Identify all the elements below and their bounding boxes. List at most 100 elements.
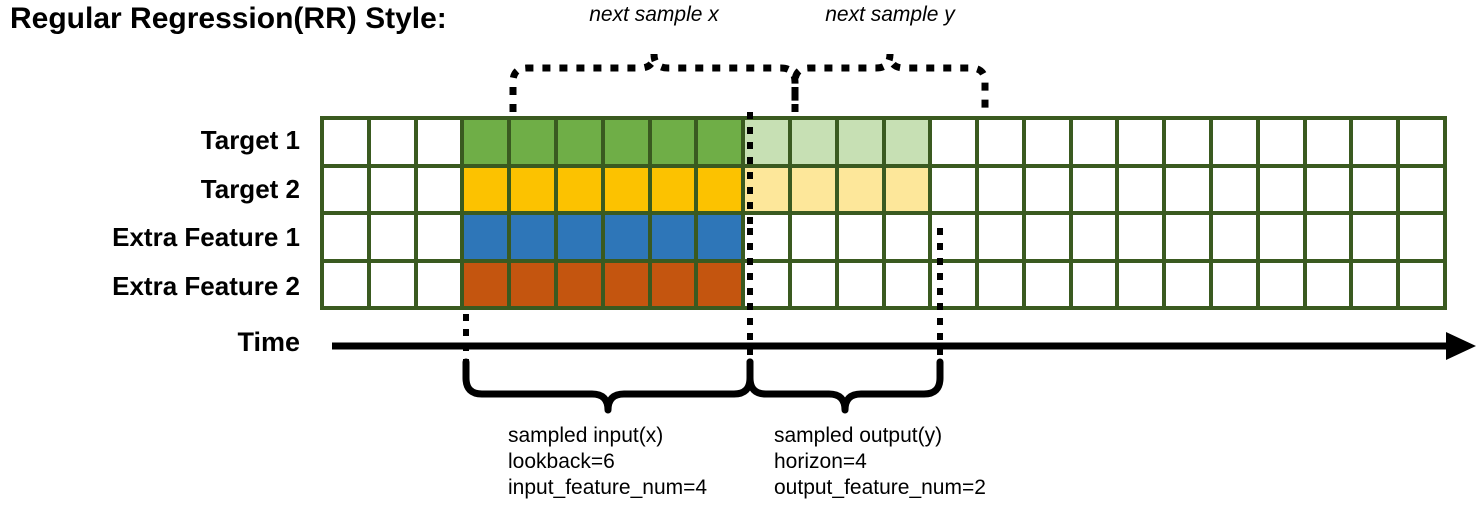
caption-sampled-input-line-3: input_feature_num=4 (508, 476, 708, 499)
grid-cell (1353, 167, 1397, 211)
grid-cell (1213, 120, 1256, 164)
grid-cell (370, 215, 414, 259)
grid-cell (557, 120, 601, 164)
grid-cell (324, 167, 367, 211)
grid-cell (1306, 167, 1350, 211)
grid-cell (417, 215, 461, 259)
grid-cell (651, 120, 695, 164)
grid-cell (511, 215, 554, 259)
grid-cell (1400, 120, 1443, 164)
grid-cell (557, 262, 601, 306)
grid-cell (324, 215, 367, 259)
grid-cell (557, 167, 601, 211)
grid-cell (885, 262, 929, 306)
grid-cell (651, 262, 695, 306)
grid-cell (1353, 120, 1397, 164)
grid-cell (464, 120, 508, 164)
grid-cell (1166, 167, 1210, 211)
grid-cell (651, 215, 695, 259)
grid-cell (604, 120, 648, 164)
grid-cell (1259, 262, 1303, 306)
grid-cell (745, 262, 788, 306)
grid-cell (885, 215, 929, 259)
grid-cell (464, 167, 508, 211)
grid-cell (979, 120, 1022, 164)
row-label-column: Target 1 Target 2 Extra Feature 1 Extra … (0, 116, 310, 310)
grid-cell (370, 262, 414, 306)
grid-cell (1400, 215, 1443, 259)
grid-cell (1213, 262, 1256, 306)
row-label-extra-feature-2: Extra Feature 2 (112, 270, 300, 301)
grid-cell (1119, 262, 1163, 306)
caption-sampled-output-line-1: sampled output(y) (774, 424, 943, 447)
grid-cell (1166, 120, 1210, 164)
grid-cell (791, 215, 835, 259)
caption-sampled-output-line-3: output_feature_num=2 (774, 476, 986, 499)
grid-cell (979, 262, 1022, 306)
grid-cell (1259, 167, 1303, 211)
grid-cell (838, 262, 882, 306)
time-axis-arrow (332, 332, 1476, 360)
grid-cell (1306, 262, 1350, 306)
grid-cell (1119, 120, 1163, 164)
grid-cell (324, 120, 367, 164)
caption-sampled-input: sampled input(x) lookback=6 input_featur… (508, 423, 707, 501)
grid-cell (745, 120, 788, 164)
caption-next-sample-y: next sample y (825, 3, 955, 26)
grid-cell (791, 262, 835, 306)
grid-cell (698, 215, 742, 259)
caption-sampled-output: sampled output(y) horizon=4 output_featu… (774, 423, 986, 501)
grid-cell (979, 167, 1022, 211)
grid-cell (1400, 262, 1443, 306)
grid-cell (1072, 215, 1116, 259)
grid-cell (1025, 215, 1069, 259)
grid-cell (417, 120, 461, 164)
grid-cell (1119, 167, 1163, 211)
grid-cell (1166, 262, 1210, 306)
grid-cell (1353, 262, 1397, 306)
grid-cell (745, 167, 788, 211)
grid-cell (417, 167, 461, 211)
grid-cell (745, 215, 788, 259)
grid-cell (370, 167, 414, 211)
grid-cell (838, 215, 882, 259)
grid-cell (604, 167, 648, 211)
top-brace-next-sample-y (791, 53, 989, 112)
grid-cell (1072, 120, 1116, 164)
grid-cell (464, 215, 508, 259)
grid-cell (1072, 262, 1116, 306)
grid-cell (1259, 120, 1303, 164)
grid-cell (1306, 215, 1350, 259)
grid-cell (464, 262, 508, 306)
caption-sampled-input-line-2: lookback=6 (508, 450, 615, 473)
grid-cell (324, 262, 367, 306)
grid-cell (838, 120, 882, 164)
grid-cell (417, 262, 461, 306)
grid-cell (932, 215, 976, 259)
grid-cell (511, 167, 554, 211)
grid-cell (791, 167, 835, 211)
grid-cell (1025, 262, 1069, 306)
grid-cell (511, 262, 554, 306)
row-label-target-2: Target 2 (200, 173, 300, 204)
row-label-target-1: Target 1 (200, 125, 300, 155)
caption-next-sample-x: next sample x (589, 3, 719, 26)
grid-cell (932, 167, 976, 211)
grid-cell (604, 262, 648, 306)
grid-cell (1213, 215, 1256, 259)
grid-cell (1119, 215, 1163, 259)
grid-cell (932, 120, 976, 164)
grid-cell (557, 215, 601, 259)
page-title: Regular Regression(RR) Style: (10, 2, 447, 35)
grid-cell (1306, 120, 1350, 164)
grid-cell (698, 120, 742, 164)
grid-cell (1166, 215, 1210, 259)
caption-sampled-input-line-1: sampled input(x) (508, 424, 664, 447)
grid-cell (370, 120, 414, 164)
grid-cell (1213, 167, 1256, 211)
grid-cell (932, 262, 976, 306)
timeline-grid (320, 116, 1447, 310)
grid-cell (979, 215, 1022, 259)
grid-cell (651, 167, 695, 211)
grid-cell (791, 120, 835, 164)
